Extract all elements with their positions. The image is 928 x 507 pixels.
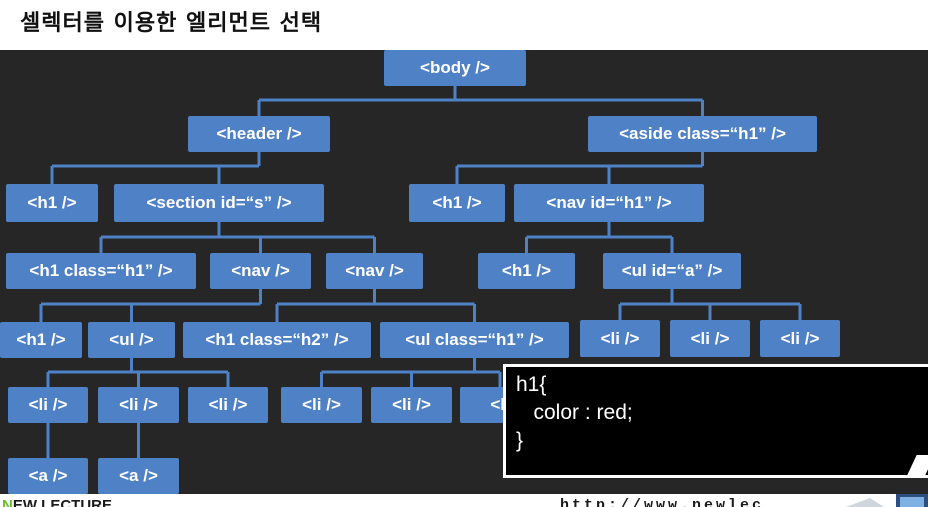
node-section: <section id=“s” /> [114,184,324,222]
node-aside-h1: <h1 /> [409,184,505,222]
node-ul-a-li-1: <li /> [580,320,660,357]
node-ul-li-3: <li /> [188,387,268,423]
code-line-selector: h1{ [516,373,547,396]
node-ul-id-a: <ul id=“a” /> [603,253,741,289]
node-body: <body /> [384,50,526,86]
logo-mark: N [2,497,13,507]
node-aside: <aside class=“h1” /> [588,116,817,152]
node-a-2: <a /> [98,458,179,494]
node-header: <header /> [188,116,330,152]
footer-logo: NEW LECTURE [2,498,112,507]
page-title: 셀렉터를 이용한 엘리먼트 선택 [20,11,323,36]
node-ul-a-li-2: <li /> [670,320,750,357]
css-code-box: h1{ color : red; } [503,364,928,478]
node-nav1-ul: <ul /> [88,322,175,358]
node-section-nav-2: <nav /> [326,253,423,289]
node-ul-li-2: <li /> [98,387,179,423]
node-header-h1: <h1 /> [6,184,98,222]
node-nav-id-h1: <nav id=“h1” /> [514,184,704,222]
node-ul-li-1: <li /> [8,387,88,423]
node-ul-h1-li-2: <li /> [371,387,452,423]
code-line-close: } [516,429,524,452]
code-line-declaration: color : red; [516,401,633,424]
node-nav2-ul-class-h1: <ul class=“h1” /> [380,322,569,358]
tree-connectors [39,86,802,458]
node-nav-h1-child-h1: <h1 /> [478,253,575,289]
node-section-h1-class-h1: <h1 class=“h1” /> [6,253,196,289]
footer-url: http://www.newlec [560,497,765,507]
node-a-1: <a /> [8,458,88,494]
node-ul-h1-li-1: <li /> [281,387,362,423]
footer-bar: NEW LECTURE http://www.newlec [0,494,928,507]
node-ul-a-li-3: <li /> [760,320,840,357]
node-section-nav-1: <nav /> [210,253,311,289]
node-nav2-h1-class-h2: <h1 class=“h2” /> [183,322,371,358]
computer-illustration-icon [846,494,928,507]
node-nav1-h1: <h1 /> [0,322,82,358]
logo-text: EW LECTURE [12,497,113,507]
dom-tree-diagram: <body /> <header /> <aside class=“h1” />… [0,50,928,494]
